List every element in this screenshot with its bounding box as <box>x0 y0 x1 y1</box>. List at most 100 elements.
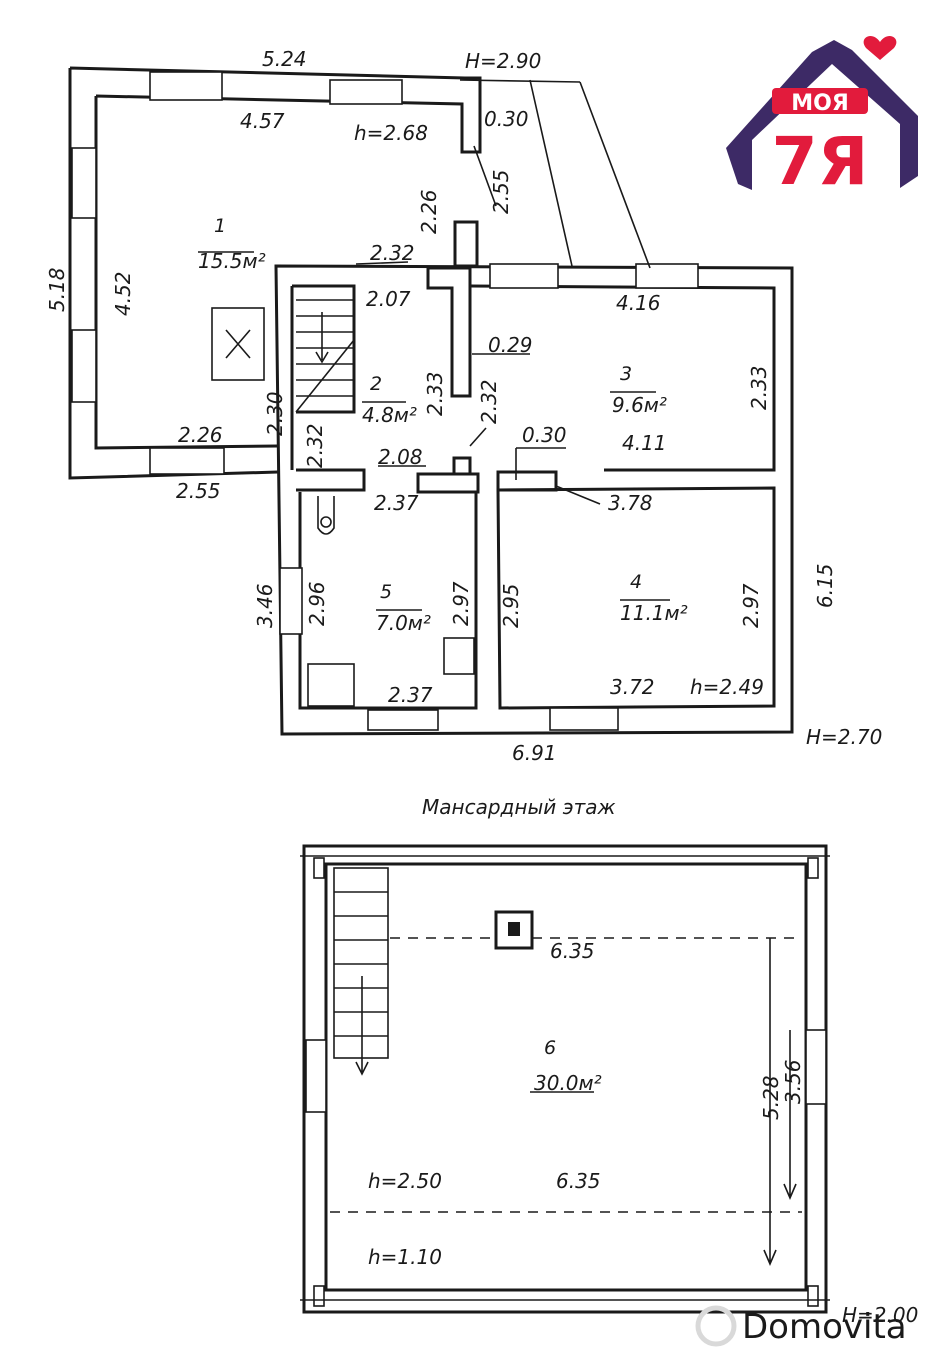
dim-label: 3.78 <box>608 491 653 515</box>
dim-label: 2.30 <box>263 391 287 436</box>
dim-label: 2.97 <box>449 581 473 626</box>
house-roof-icon <box>726 40 918 190</box>
logo-mark: 7Я <box>772 123 869 200</box>
leader-line <box>515 447 566 480</box>
room-number: 1 <box>214 215 226 237</box>
dim-label: 5.28 <box>759 1075 783 1120</box>
dim-label: 2.33 <box>747 365 771 410</box>
attic-outer-wall <box>302 844 828 1314</box>
stair-arrow-icon <box>315 312 329 364</box>
attic-title: Мансардный этаж <box>422 795 616 819</box>
window <box>71 147 97 219</box>
room2-wall <box>292 284 356 414</box>
window <box>367 709 439 731</box>
room-number: 4 <box>630 571 642 593</box>
toilet-bowl <box>320 516 332 528</box>
dim-label: 3.46 <box>253 583 277 628</box>
room-area: 15.5м² <box>198 249 266 273</box>
leader-line <box>355 261 409 265</box>
toilet <box>317 496 335 535</box>
watermark: Domovita <box>695 1305 907 1347</box>
room3-wall <box>469 284 776 472</box>
mid-wall <box>496 470 558 492</box>
dim-label: 5.18 <box>45 267 69 312</box>
corner-mark <box>313 857 325 879</box>
dim-label: 4.57 <box>240 109 285 133</box>
room-number: 2 <box>370 373 382 395</box>
window <box>329 79 403 105</box>
dim-label: 2.37 <box>374 491 419 515</box>
attic-stairs <box>333 867 389 1059</box>
stair-steps <box>296 299 354 397</box>
height-label: h=1.10 <box>368 1245 442 1269</box>
corner-mark <box>807 1285 819 1307</box>
corner-mark <box>313 1285 325 1307</box>
attic-floor-plan: Мансардный этаж 6.35 6 30.0м² 5.28 3.56 … <box>300 795 918 1327</box>
dim-label: 2.07 <box>366 287 411 311</box>
dim-label: 2.37 <box>388 683 433 707</box>
dim-label: 2.95 <box>499 583 523 628</box>
height-label: H=2.90 <box>465 49 541 73</box>
dim-label: 2.26 <box>178 423 223 447</box>
height-label: H=2.00 <box>842 1303 918 1327</box>
room-area: 4.8м² <box>362 403 417 427</box>
leader-line <box>469 427 487 447</box>
dim-label: 4.11 <box>622 431 667 455</box>
chimney <box>494 910 534 950</box>
dim-arrow <box>763 938 777 1267</box>
dim-label: 2.55 <box>489 169 513 214</box>
dim-label: 3.72 <box>610 675 655 699</box>
roof-line <box>459 79 581 83</box>
dim-label: 4.52 <box>111 271 135 316</box>
chimney-flue <box>508 922 520 936</box>
stair-arrow-icon <box>355 976 369 1076</box>
dim-label: 5.24 <box>262 47 307 71</box>
attic-axis-line <box>300 855 830 1301</box>
height-label: h=2.50 <box>368 1169 442 1193</box>
room-area: 9.6м² <box>612 393 667 417</box>
stove-mark <box>225 329 251 359</box>
window <box>149 447 225 475</box>
mid-wall <box>416 472 480 494</box>
dim-label: 2.32 <box>303 423 327 468</box>
height-label: h=2.68 <box>354 121 428 145</box>
door-jamb <box>452 456 472 476</box>
height-label: h=2.49 <box>690 675 764 699</box>
dim-arrow <box>783 1030 797 1201</box>
logo-word: МОЯ <box>791 91 849 116</box>
watermark-text: Domovita <box>742 1307 907 1347</box>
dim-label: 6.15 <box>813 563 837 608</box>
dim-label: 6.35 <box>550 939 595 963</box>
dim-label: 2.97 <box>739 583 763 628</box>
dim-label: 6.35 <box>556 1169 601 1193</box>
mid-wall-left <box>296 468 366 492</box>
room-number: 6 <box>544 1037 556 1059</box>
window <box>279 567 303 635</box>
height-label: H=2.70 <box>806 725 882 749</box>
moya-logo: МОЯ 7Я <box>726 35 918 200</box>
leader-line <box>473 145 497 207</box>
dim-label: 6.91 <box>512 741 557 765</box>
leader-line <box>555 485 601 505</box>
room4-wall <box>496 486 776 710</box>
stair-steps <box>334 891 388 1037</box>
sink <box>443 637 475 675</box>
dim-label: 2.32 <box>477 379 501 424</box>
window <box>305 1039 327 1113</box>
dim-label: 2.33 <box>423 371 447 416</box>
window <box>71 329 97 403</box>
window <box>805 1029 827 1105</box>
stove <box>211 307 265 381</box>
room-area: 30.0м² <box>534 1071 602 1095</box>
room-number: 3 <box>620 363 632 385</box>
dim-label: 0.29 <box>488 333 533 357</box>
window <box>489 263 559 289</box>
roof-line <box>529 79 651 269</box>
window <box>549 707 619 731</box>
dim-label: 2.08 <box>378 445 423 469</box>
corner-mark <box>807 857 819 879</box>
stair-line <box>295 339 355 413</box>
dim-label: 3.56 <box>781 1059 805 1104</box>
dim-label: 2.96 <box>305 581 329 626</box>
